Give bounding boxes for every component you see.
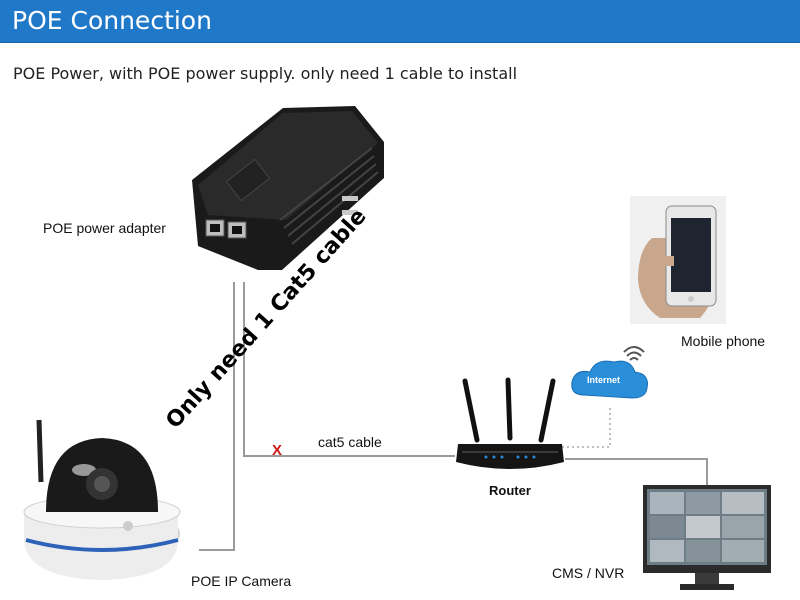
- router-label: Router: [489, 483, 531, 498]
- header-bar: POE Connection: [0, 0, 800, 43]
- subtitle-text: POE Power, with POE power supply. only n…: [13, 64, 518, 83]
- nvr-label: CMS / NVR: [552, 565, 625, 581]
- adapter-to-router-line: [243, 282, 455, 457]
- cable-label: cat5 cable: [318, 434, 382, 450]
- camera-label: POE IP Camera: [191, 573, 292, 589]
- x-mark: X: [272, 442, 283, 459]
- mobile-phone-icon: [630, 196, 726, 324]
- internet-cloud-icon: [571, 360, 648, 399]
- internet-label: Internet: [587, 375, 621, 385]
- page-title: POE Connection: [12, 6, 212, 35]
- mobile-phone-label: Mobile phone: [681, 333, 766, 349]
- router-icon: [456, 377, 564, 469]
- cable-lines: [199, 282, 708, 551]
- wifi-signal-icon: [623, 346, 645, 361]
- router-to-nvr-line: [565, 458, 708, 485]
- nvr-monitor-icon: [643, 485, 771, 590]
- dome-camera-icon: [23, 419, 181, 580]
- poe-adapter-icon: [192, 106, 384, 270]
- router-to-internet-dotted-line: [562, 405, 611, 448]
- adapter-to-camera-line: [199, 282, 235, 551]
- adapter-label: POE power adapter: [43, 220, 166, 236]
